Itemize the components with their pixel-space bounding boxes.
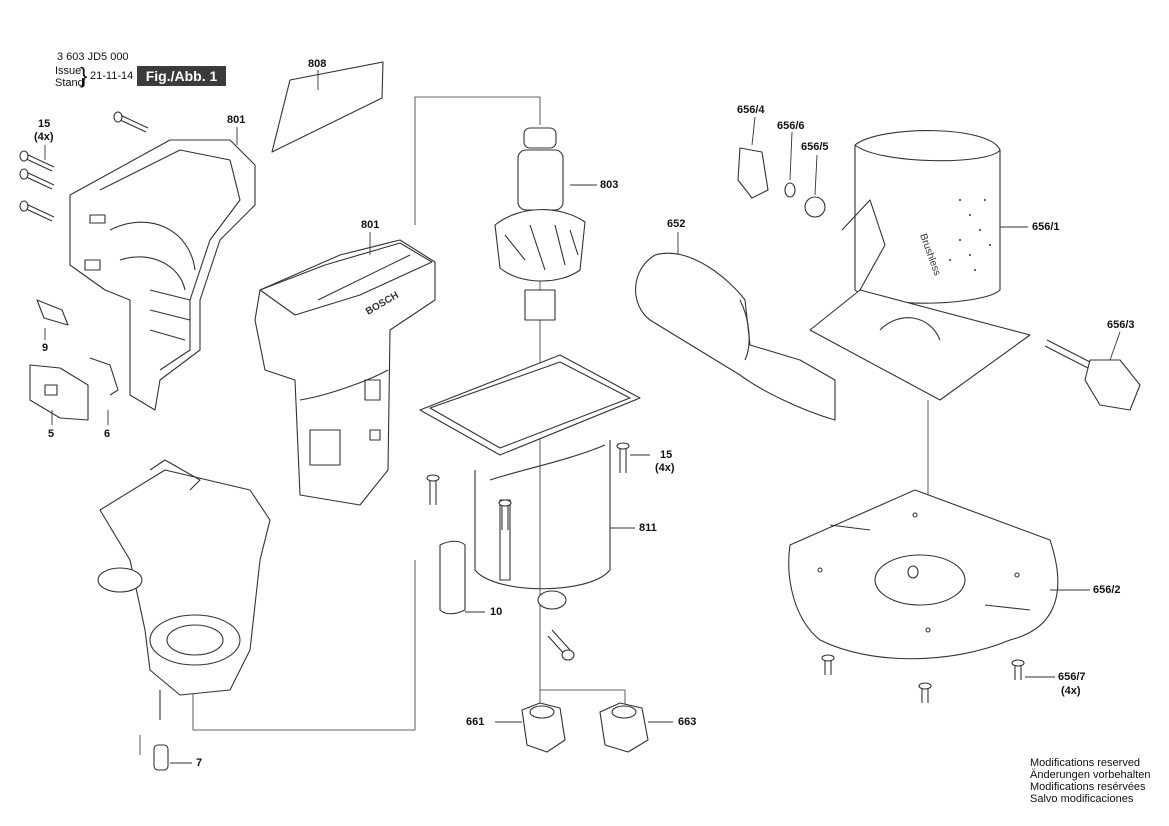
part-808-label-plate	[271, 61, 384, 153]
part-15-screws-left	[19, 111, 149, 222]
note-line: Salvo modificaciones	[1030, 793, 1134, 805]
callout-10: 10	[490, 606, 503, 618]
part-656-1-router-base	[809, 130, 1031, 401]
part-663-collet-nut	[599, 702, 649, 753]
part-number: 3 603 JD5 000	[57, 51, 129, 63]
figure-label: Fig./Abb. 1	[137, 66, 226, 86]
callout-656-4: 656/4	[737, 104, 765, 116]
part-656-5-gear	[804, 196, 826, 218]
callout-15-center-qty: (4x)	[655, 462, 675, 474]
callout-9: 9	[42, 342, 49, 354]
callout-656-3: 656/3	[1107, 319, 1135, 331]
callout-5: 5	[48, 428, 55, 440]
callout-6: 6	[104, 428, 111, 440]
part-656-3-clamp-knob	[1044, 339, 1141, 411]
part-5-switch	[29, 364, 89, 421]
callout-801-a: 801	[227, 114, 246, 126]
part-661-collet-nut	[521, 702, 566, 753]
part-6-spring	[89, 357, 119, 396]
part-9-switch-cap	[36, 299, 69, 326]
part-652-dust-nozzle	[635, 252, 836, 421]
part-811-gear-housing	[419, 354, 641, 610]
stand-label: Stand	[55, 77, 84, 89]
part-801-housing-right	[254, 239, 436, 506]
part-656-6-washer	[784, 182, 796, 198]
callout-656-1: 656/1	[1032, 221, 1060, 233]
brace: }	[80, 63, 88, 88]
part-15-screws-center	[426, 442, 630, 530]
callout-15-left-qty: (4x)	[34, 131, 54, 143]
callout-656-6: 656/6	[777, 120, 805, 132]
date: 21-11-14	[90, 70, 134, 82]
part-656-7-screws	[821, 654, 1025, 703]
note-line: Modifications resérvées	[1030, 781, 1146, 793]
callout-803: 803	[600, 179, 619, 191]
spindle-bolt	[547, 629, 575, 661]
callout-663: 663	[678, 716, 697, 728]
callout-652: 652	[667, 218, 686, 230]
callout-811: 811	[639, 522, 657, 534]
callout-15-left: 15	[38, 118, 51, 130]
callout-801-b: 801	[361, 219, 380, 231]
callout-7: 7	[196, 757, 203, 769]
motor-assembly	[97, 459, 271, 720]
callout-808: 808	[308, 58, 327, 70]
callout-656-2: 656/2	[1093, 584, 1121, 596]
callout-656-7: 656/7	[1058, 671, 1086, 683]
part-656-4-lever	[737, 147, 769, 199]
callout-656-5: 656/5	[801, 141, 829, 153]
issue-label: Issue	[55, 65, 82, 77]
modification-notes: Modifications reserved Änderungen vorbeh…	[1030, 757, 1150, 805]
part-656-2-base-plate	[788, 489, 1059, 660]
leader-lines	[44, 70, 1121, 764]
part-801-housing-left	[69, 139, 256, 411]
note-line: Modifications reserved	[1030, 757, 1141, 769]
part-803-armature	[494, 127, 586, 321]
callout-661: 661	[466, 716, 485, 728]
part-7-connector	[153, 744, 169, 771]
note-line: Änderungen vorbehalten	[1030, 769, 1151, 781]
part-10-cushion	[439, 540, 466, 615]
callout-15-center: 15	[660, 449, 673, 461]
callout-656-7-qty: (4x)	[1061, 685, 1081, 697]
